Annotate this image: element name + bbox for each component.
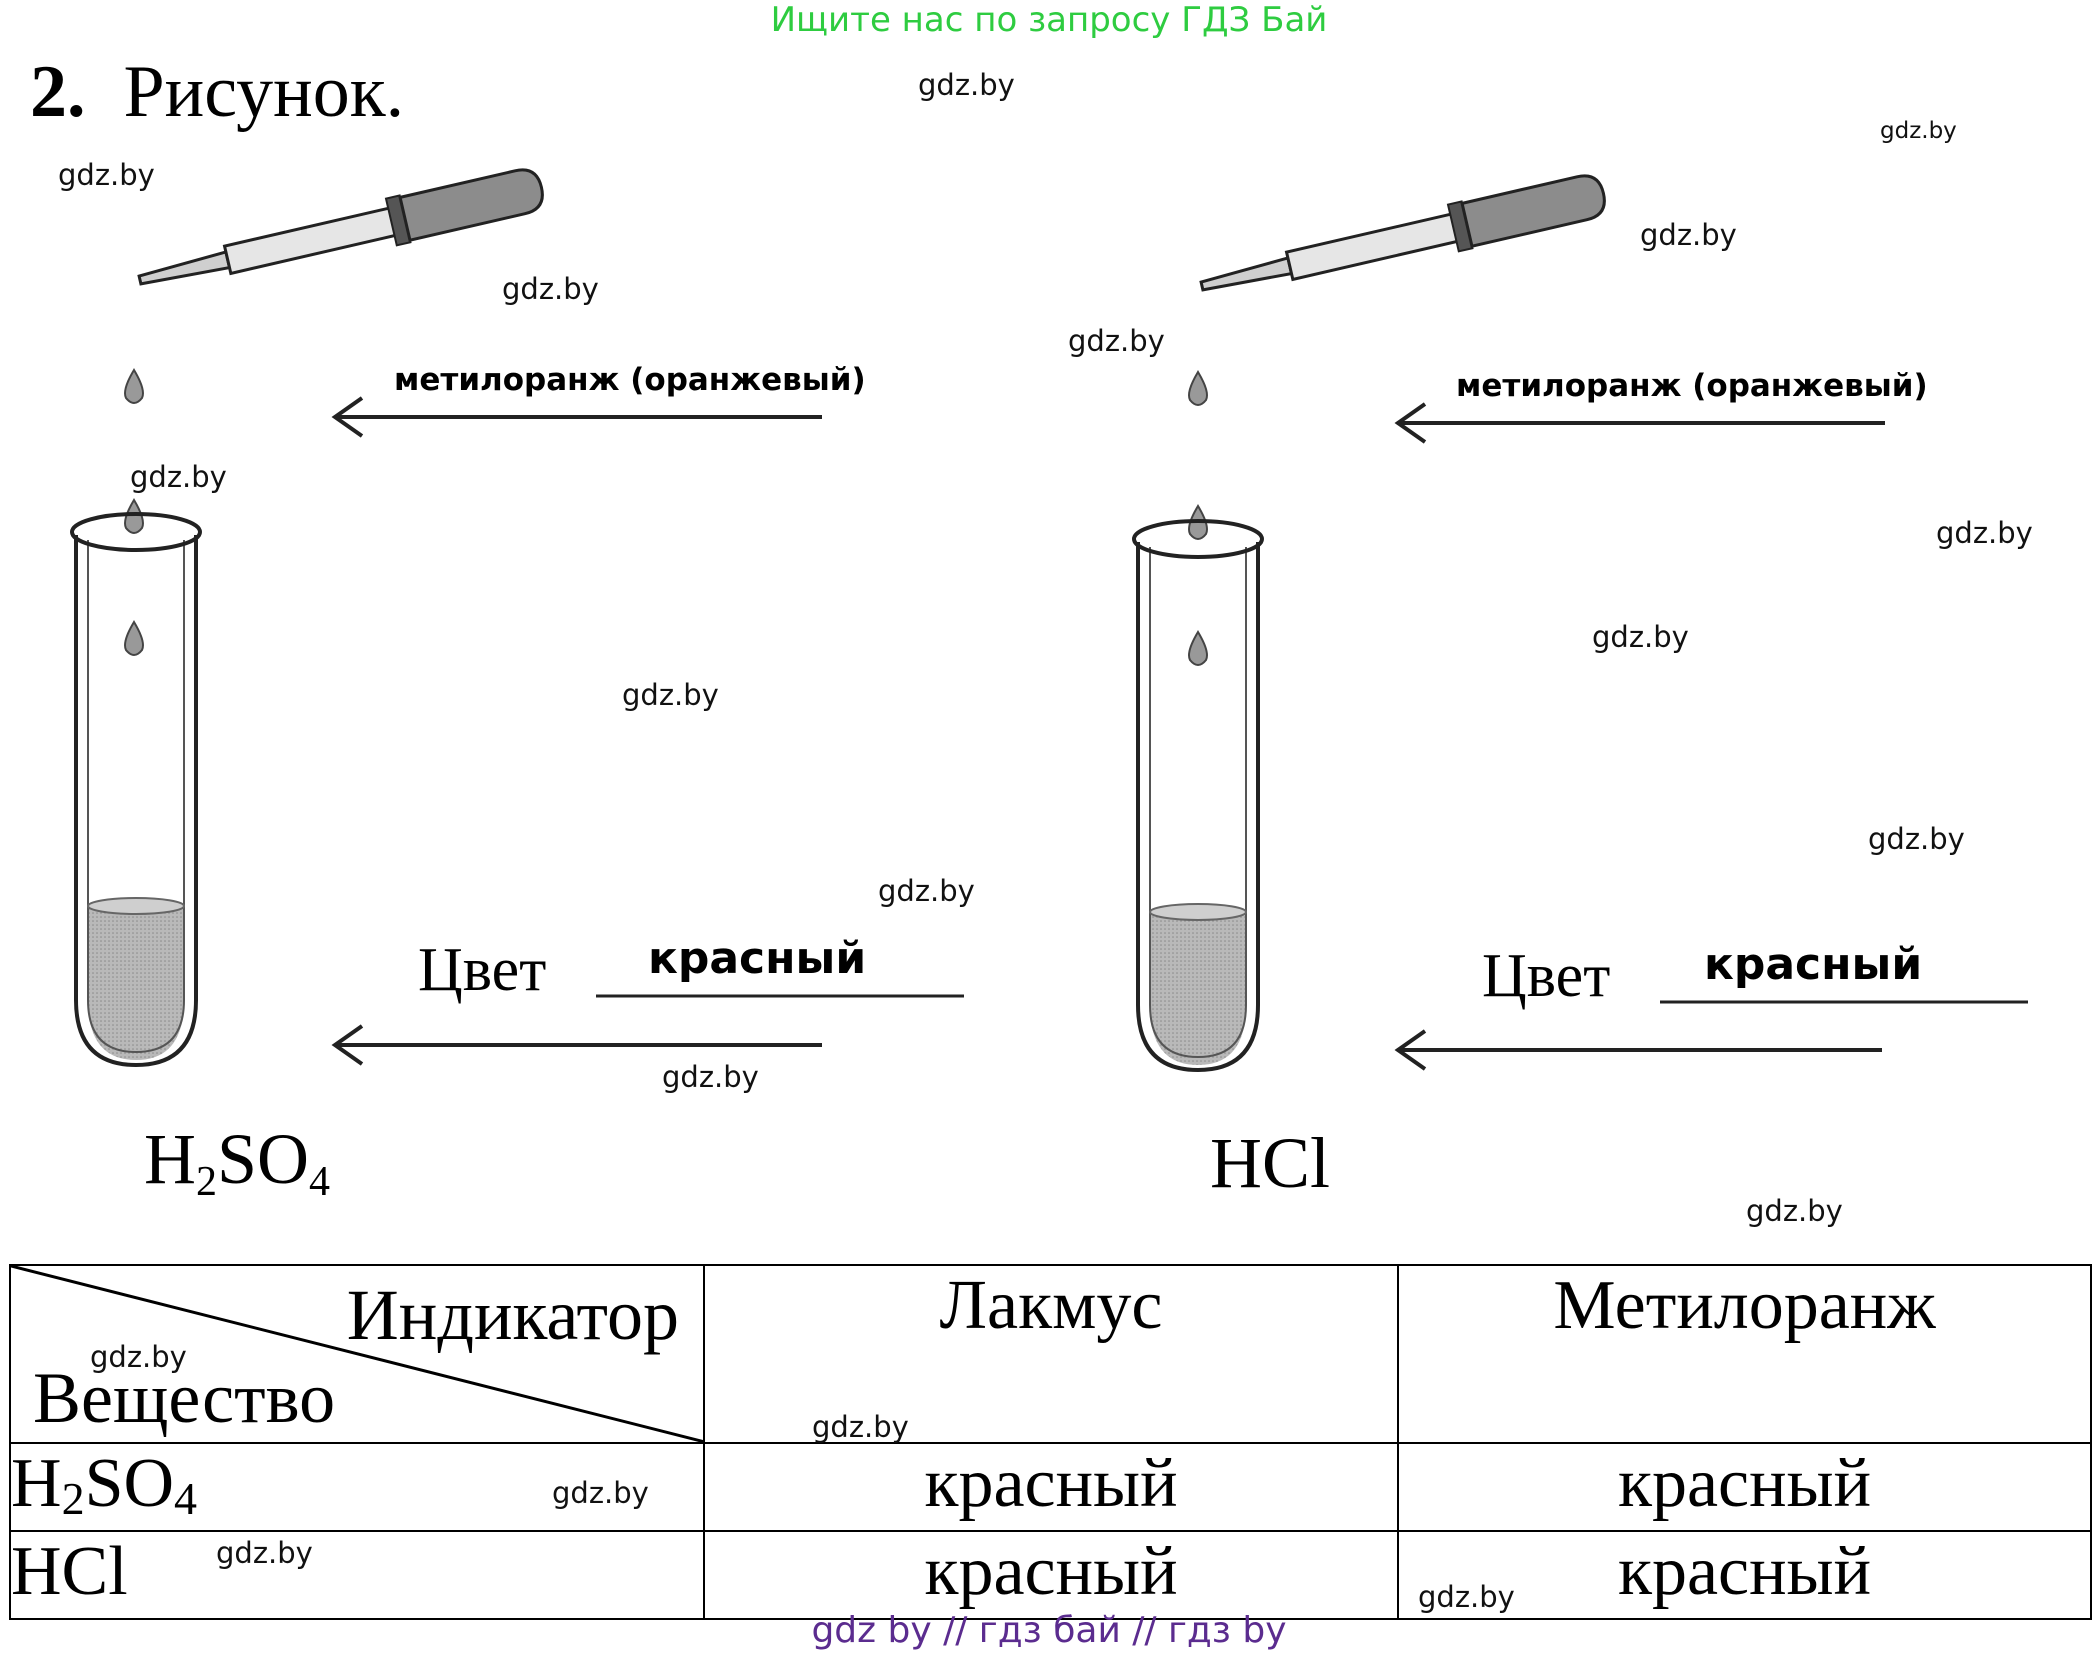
watermark-text: gdz.by (812, 1410, 909, 1444)
cell-methyl-orange-value: красный (1397, 1442, 2092, 1532)
corner-bottom-label: Вещество (33, 1358, 336, 1438)
drop-icon (1188, 630, 1208, 666)
watermark-text: gdz.by (662, 1060, 759, 1094)
arrow-left-icon (1394, 1029, 1882, 1071)
result-table: Индикатор Вещество Лакмус Метилоранж H2S… (9, 1264, 2092, 1620)
arrow-left-icon (1394, 402, 1885, 444)
column-header-methyl-orange: Метилоранж (1397, 1264, 2092, 1444)
watermark-text: gdz.by (1592, 620, 1689, 654)
drop-icon (1188, 370, 1208, 406)
arrow-left-icon (331, 396, 822, 438)
watermark-text: gdz.by (878, 874, 975, 908)
indicator-label-right: метилоранж (оранжевый) (1456, 368, 1928, 404)
watermark-text: gdz.by (1868, 822, 1965, 856)
color-answer-right: красный (1704, 939, 1923, 990)
watermark-text: gdz.by (1640, 218, 1737, 252)
watermark-text: gdz.by (918, 68, 1015, 102)
watermark-text: gdz.by (58, 158, 155, 192)
watermark-text: gdz.by (1746, 1194, 1843, 1228)
row-substance-label: H2SO4 (9, 1442, 705, 1532)
formula-left: H2SO4 (144, 1119, 331, 1205)
watermark-text: gdz.by (1936, 516, 2033, 550)
table-row: H2SO4 красный красный (9, 1442, 2092, 1532)
diagonal-divider (12, 1267, 702, 1441)
cell-methyl-orange-value: красный (1397, 1530, 2092, 1620)
test-tube-left-icon (70, 512, 202, 1068)
task-title: Рисунок. (123, 51, 405, 133)
experiment-illustration (70, 168, 2028, 1073)
watermark-text: gdz.by (1418, 1580, 1515, 1614)
pipette-left-icon (137, 168, 544, 286)
test-tube-right-icon (1132, 519, 1264, 1073)
task-heading: 2.Рисунок. (30, 55, 404, 129)
arrow-left-icon (331, 1024, 822, 1066)
cell-litmus-value: красный (703, 1530, 1399, 1620)
column-header-litmus: Лакмус (703, 1264, 1399, 1444)
watermark-text: gdz.by (216, 1536, 313, 1570)
color-answer-left: красный (648, 933, 867, 984)
task-number: 2. (30, 51, 86, 133)
drop-icon (124, 498, 144, 534)
watermark-text: gdz.by (90, 1340, 187, 1374)
watermark-text: gdz.by (622, 678, 719, 712)
row-substance-label: HCl (9, 1530, 705, 1620)
footer-links[interactable]: gdz by // гдз бай // гдз by (811, 1610, 1287, 1651)
formula-right: HCl (1210, 1123, 1331, 1203)
watermark-text: gdz.by (552, 1476, 649, 1510)
watermark-text: gdz.by (502, 272, 599, 306)
table-row: HCl красный красный (9, 1530, 2092, 1620)
watermark-text: gdz.by (130, 460, 227, 494)
drop-icon (124, 368, 144, 404)
cell-litmus-value: красный (703, 1442, 1399, 1532)
drop-icon (124, 620, 144, 656)
table-corner-cell: Индикатор Вещество (9, 1264, 705, 1444)
color-word-right: Цвет (1482, 942, 1611, 1010)
pipette-right-icon (1199, 174, 1606, 292)
watermark-text: gdz.by (1068, 324, 1165, 358)
watermark-text: gdz.by (1880, 118, 1957, 144)
corner-top-label: Индикатор (346, 1275, 679, 1355)
indicator-label-left: метилоранж (оранжевый) (394, 362, 866, 398)
color-word-left: Цвет (418, 936, 547, 1004)
top-search-link[interactable]: Ищите нас по запросу ГДЗ Бай (770, 0, 1328, 40)
